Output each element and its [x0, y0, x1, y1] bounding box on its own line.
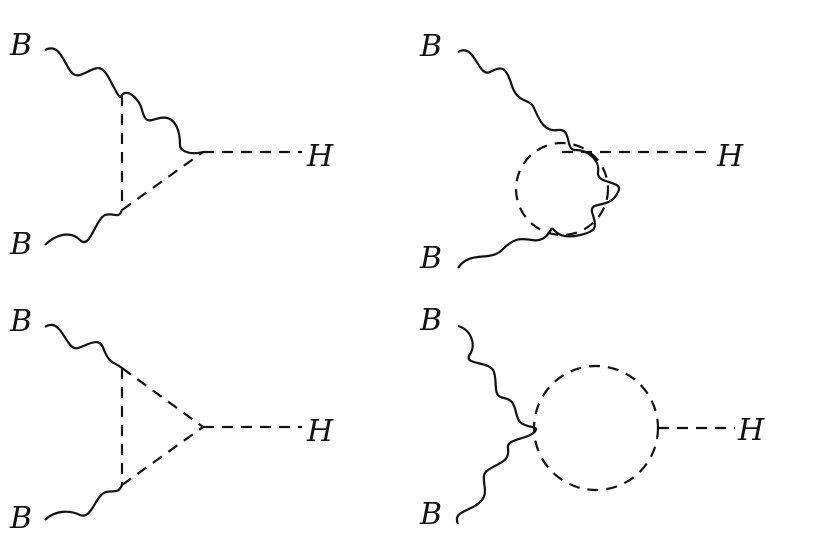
label-h: H [737, 413, 765, 448]
label-b-top: B [419, 303, 442, 338]
diagram-bubble-bottom-right: B B H [419, 303, 765, 532]
label-b-bottom: B [9, 227, 32, 262]
scalar-loop [514, 141, 610, 237]
gauge-line-bottom [44, 209, 124, 246]
scalar-bubble [532, 364, 660, 492]
gauge-line-top [457, 49, 621, 238]
label-h: H [716, 139, 744, 174]
diagram-triangle-bottom-left: B B H [9, 304, 334, 536]
label-h: H [306, 414, 334, 449]
gauge-line-bottom [455, 429, 537, 525]
label-b-top: B [9, 28, 32, 63]
label-b-bottom: B [9, 501, 32, 536]
gauge-line-top [44, 47, 204, 155]
label-h: H [306, 139, 334, 174]
label-b-top: B [419, 29, 442, 64]
label-b-top: B [9, 304, 32, 339]
gauge-line-top [457, 324, 538, 431]
diagram-loop-top-right: B B H [419, 29, 744, 276]
gauge-line-top [44, 323, 123, 369]
scalar-line-diagonal [121, 151, 204, 211]
label-b-bottom: B [419, 497, 442, 532]
scalar-line-upper [121, 367, 204, 428]
diagram-triangle-top-left: B B H [9, 28, 334, 262]
gauge-line-bottom [457, 227, 553, 269]
scalar-line-lower [121, 426, 204, 486]
gauge-line-bottom [44, 484, 124, 521]
label-b-bottom: B [419, 241, 442, 276]
